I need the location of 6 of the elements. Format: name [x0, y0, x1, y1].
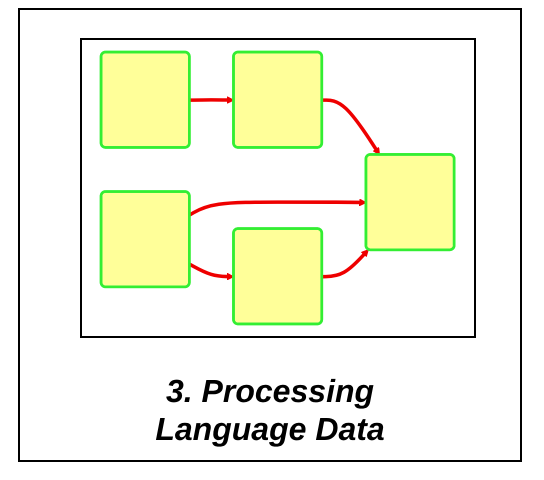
arrow — [190, 96, 235, 104]
caption: 3. Processing Language Data — [154, 372, 386, 448]
arrow — [322, 98, 380, 156]
arrow — [189, 198, 368, 216]
arrow — [189, 262, 235, 280]
arrow — [322, 249, 370, 278]
